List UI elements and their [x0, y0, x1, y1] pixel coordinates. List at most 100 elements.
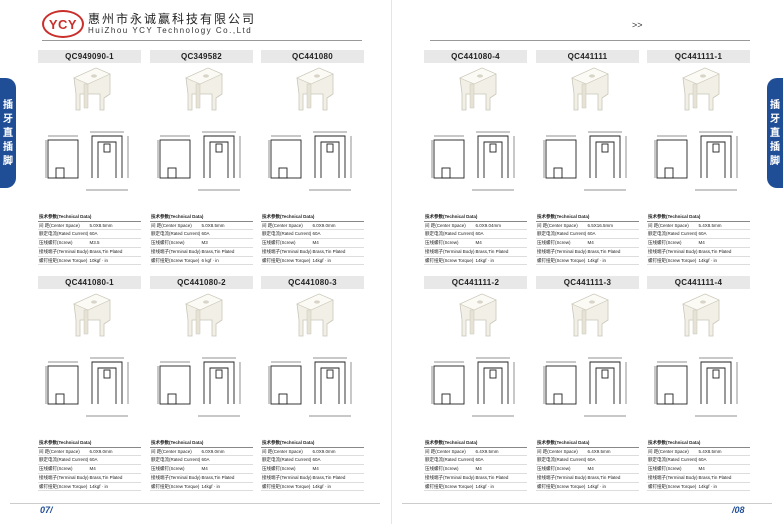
spec-title: 技术参数(Technical Data): [150, 439, 253, 448]
spec-row: 压线螺钉(Screw)M4: [424, 239, 527, 248]
spec-row: 额定电流(Rated Current)60A: [38, 456, 141, 466]
technical-drawing: [150, 115, 253, 201]
product-card: QC441080-3 技术参数(Technica: [261, 276, 364, 503]
header-rule-left: [42, 40, 362, 41]
spec-title: 技术参数(Technical Data): [647, 213, 750, 222]
spec-row: 螺钉扭矩(Screw Torque)14kgf · in: [536, 257, 639, 266]
page-number-left: 07/: [40, 505, 53, 515]
product-photo: [424, 289, 527, 341]
spec-row: 额定电流(Rated Current)60A: [261, 230, 364, 240]
page-number-right: /08: [732, 505, 745, 515]
product-card: QC441111-4 技术参数(Technica: [647, 276, 750, 503]
product-card: QC949090-1 技术参数(Technica: [38, 50, 141, 277]
product-model: QC441111: [536, 50, 639, 63]
spec-row: 间 距(Center Space)6.0X9.0mm: [38, 448, 141, 457]
product-card: QC441111-2 技术参数(Technica: [424, 276, 527, 503]
product-model: QC441080: [261, 50, 364, 63]
technical-drawing: [647, 115, 750, 201]
spec-title: 技术参数(Technical Data): [261, 439, 364, 448]
product-model: QC441111-4: [647, 276, 750, 289]
spec-row: 螺钉扭矩(Screw Torque)14kgf · in: [424, 257, 527, 266]
spec-row: 接线端子(Terminal Body)Brass,Tin Plated: [38, 248, 141, 257]
spec-row: 间 距(Center Space)5.0X8.5mm: [150, 222, 253, 231]
spec-table: 技术参数(Technical Data) 间 距(Center Space)6.…: [261, 439, 364, 492]
product-model: QC441111-2: [424, 276, 527, 289]
technical-drawing: [424, 115, 527, 201]
product-photo: [424, 63, 527, 115]
footer-rule-right: [402, 503, 772, 504]
spec-row: 接线端子(Terminal Body)Brass,Tin Plated: [647, 474, 750, 483]
spec-row: 额定电流(Rated Current)60A: [647, 456, 750, 466]
spec-row: 压线螺钉(Screw)M4: [38, 465, 141, 474]
spec-row: 螺钉扭矩(Screw Torque)14kgf · in: [424, 483, 527, 492]
next-page-mark[interactable]: >>: [632, 20, 643, 30]
spec-title: 技术参数(Technical Data): [536, 213, 639, 222]
spec-row: 接线端子(Terminal Body)Brass,Tin Plated: [424, 474, 527, 483]
spec-row: 间 距(Center Space)6.0X9.0mm: [261, 222, 364, 231]
spec-row: 压线螺钉(Screw)M4: [150, 465, 253, 474]
product-card: QC441080-4 技术参数(Technica: [424, 50, 527, 277]
spec-title: 技术参数(Technical Data): [536, 439, 639, 448]
spec-row: 额定电流(Rated Current)60A: [647, 230, 750, 240]
spec-row: 额定电流(Rated Current)60A: [38, 230, 141, 240]
product-card: QC441080-2 技术参数(Technica: [150, 276, 253, 503]
product-photo: [647, 289, 750, 341]
product-model: QC441111-1: [647, 50, 750, 63]
product-photo: [536, 289, 639, 341]
spec-title: 技术参数(Technical Data): [647, 439, 750, 448]
spec-row: 压线螺钉(Screw)M3: [150, 239, 253, 248]
spec-row: 螺钉扭矩(Screw Torque)14kgf · in: [261, 257, 364, 266]
spec-row: 间 距(Center Space)5.0X8.5mm: [38, 222, 141, 231]
product-photo: [536, 63, 639, 115]
spec-row: 间 距(Center Space)5.4X8.5mm: [647, 448, 750, 457]
spec-title: 技术参数(Technical Data): [261, 213, 364, 222]
product-model: QC349582: [150, 50, 253, 63]
product-card: QC441111-3 技术参数(Technica: [536, 276, 639, 503]
spec-row: 间 距(Center Space)6.0X9.0mm: [261, 448, 364, 457]
product-model: QC441080-1: [38, 276, 141, 289]
spec-table: 技术参数(Technical Data) 间 距(Center Space)5.…: [150, 213, 253, 266]
company-name-cn: 惠州市永诚赢科技有限公司: [88, 12, 257, 26]
product-model: QC441080-3: [261, 276, 364, 289]
header-rule-right: [430, 40, 750, 41]
spec-table: 技术参数(Technical Data) 间 距(Center Space)5.…: [647, 213, 750, 266]
spec-row: 螺钉扭矩(Screw Torque)14kgf · in: [150, 483, 253, 492]
spec-table: 技术参数(Technical Data) 间 距(Center Space)6.…: [536, 213, 639, 266]
product-photo: [261, 289, 364, 341]
spec-row: 压线螺钉(Screw)M4: [536, 465, 639, 474]
spec-row: 额定电流(Rated Current)60A: [536, 230, 639, 240]
technical-drawing: [261, 341, 364, 427]
spec-table: 技术参数(Technical Data) 间 距(Center Space)6.…: [424, 439, 527, 492]
spec-title: 技术参数(Technical Data): [38, 213, 141, 222]
technical-drawing: [424, 341, 527, 427]
page-spine: [391, 0, 392, 524]
product-card: QC441080-1 技术参数(Technica: [38, 276, 141, 503]
spec-table: 技术参数(Technical Data) 间 距(Center Space)5.…: [38, 213, 141, 266]
technical-drawing: [536, 341, 639, 427]
spec-table: 技术参数(Technical Data) 间 距(Center Space)5.…: [647, 439, 750, 492]
spec-row: 间 距(Center Space)5.4X8.5mm: [647, 222, 750, 231]
spec-row: 接线端子(Terminal Body)Brass,Tin Plated: [150, 248, 253, 257]
technical-drawing: [261, 115, 364, 201]
side-tab-right: 插牙直插脚: [767, 78, 783, 188]
spec-row: 额定电流(Rated Current)60A: [424, 456, 527, 466]
spec-table: 技术参数(Technical Data) 间 距(Center Space)6.…: [150, 439, 253, 492]
spec-row: 额定电流(Rated Current)60A: [536, 456, 639, 466]
spec-row: 额定电流(Rated Current)60A: [261, 456, 364, 466]
spec-row: 螺钉扭矩(Screw Torque)10kgf · in: [38, 257, 141, 266]
spec-row: 间 距(Center Space)6.4X9.5mm: [536, 448, 639, 457]
spec-row: 压线螺钉(Screw)M4: [536, 239, 639, 248]
product-model: QC441111-3: [536, 276, 639, 289]
product-photo: [261, 63, 364, 115]
spec-title: 技术参数(Technical Data): [150, 213, 253, 222]
product-card: QC441111-1 技术参数(Technica: [647, 50, 750, 277]
spec-row: 额定电流(Rated Current)60A: [150, 230, 253, 240]
product-photo: [647, 63, 750, 115]
spec-row: 接线端子(Terminal Body)Brass,Tin Plated: [424, 248, 527, 257]
side-tab-left: 插牙直插脚: [0, 78, 16, 188]
logo-text: YCY: [48, 16, 78, 32]
spec-title: 技术参数(Technical Data): [424, 439, 527, 448]
spec-row: 接线端子(Terminal Body)Brass,Tin Plated: [536, 248, 639, 257]
product-model: QC441080-2: [150, 276, 253, 289]
product-photo: [38, 63, 141, 115]
